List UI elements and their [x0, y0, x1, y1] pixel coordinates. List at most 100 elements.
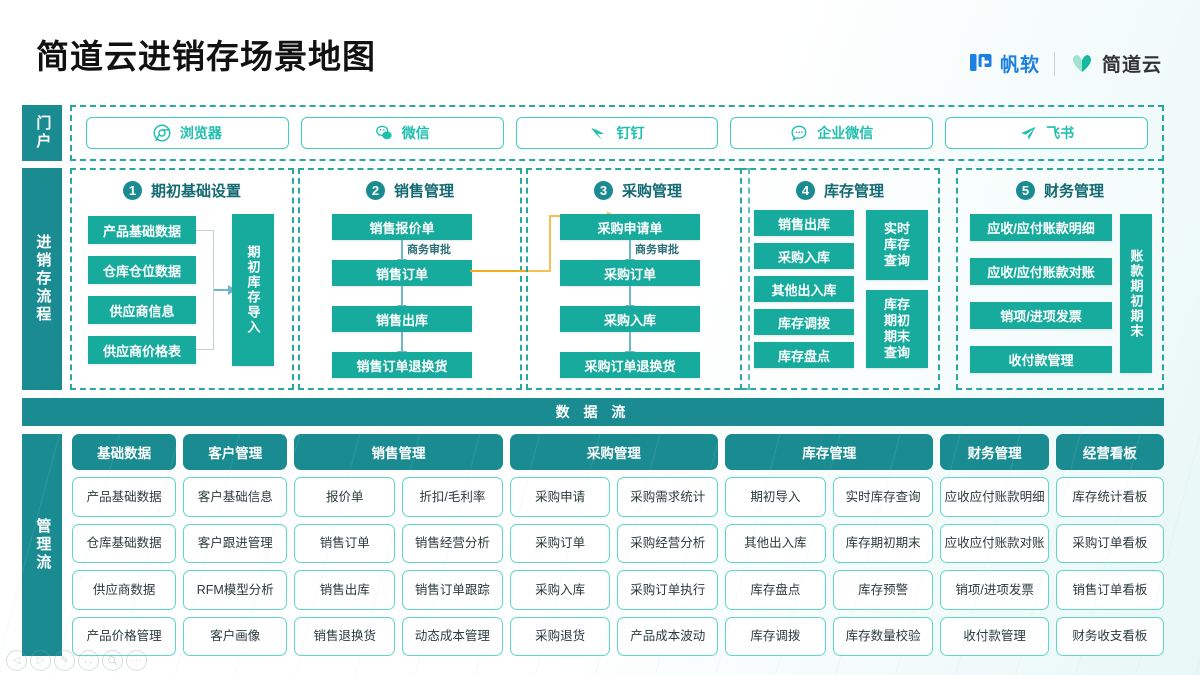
grid-cell[interactable]: 实时库存查询 — [832, 477, 934, 517]
grid-header-sales-management[interactable]: 销售管理 — [294, 434, 503, 470]
flow-box-inv-other-io[interactable]: 其他出入库 — [754, 276, 854, 302]
flow-box-supplier-info[interactable]: 供应商信息 — [88, 296, 196, 324]
grid-header-inventory-management[interactable]: 库存管理 — [725, 434, 934, 470]
grid-cell[interactable]: RFM模型分析 — [183, 570, 288, 610]
grid-cell[interactable]: 期初导入 — [725, 477, 826, 517]
flow-box-opening-inventory-import[interactable]: 期初库存导入 — [232, 214, 274, 366]
next-icon[interactable]: ▷ — [30, 650, 51, 671]
merge-arrow — [214, 285, 236, 295]
flow-box-purchase-order[interactable]: 采购订单 — [560, 260, 700, 286]
flow-box-purchase-inbound[interactable]: 采购入库 — [560, 306, 700, 332]
flow-box-supplier-pricelist[interactable]: 供应商价格表 — [88, 336, 196, 364]
grid-cell[interactable]: 供应商数据 — [72, 570, 177, 610]
grid-cell[interactable]: 库存数量校验 — [832, 616, 934, 656]
flow-box-warehouse-data[interactable]: 仓库仓位数据 — [88, 256, 196, 284]
grid-cell[interactable]: 销售退换货 — [294, 616, 396, 656]
grid-cell[interactable]: 采购退货 — [509, 616, 611, 656]
grid-cell[interactable]: 动态成本管理 — [402, 616, 503, 656]
more-icon[interactable]: ··· — [126, 650, 147, 671]
flow-box-payment-management[interactable]: 收付款管理 — [970, 346, 1112, 373]
brand-jiandaoyun: 简道云 — [1069, 50, 1162, 77]
fanruan-logo-icon — [969, 52, 993, 76]
flow-box-account-period-label: 账款期初期末 — [1128, 248, 1144, 339]
grid-cell[interactable]: 销售订单看板 — [1055, 570, 1164, 610]
grid-cell[interactable]: 产品成本波动 — [617, 616, 719, 656]
grid-cell[interactable]: 库存调拨 — [725, 616, 826, 656]
grid-cell[interactable]: 采购申请 — [509, 477, 611, 517]
manage-row-label: 管理流 — [22, 434, 62, 656]
pen-icon[interactable]: ✎ — [54, 650, 75, 671]
grid-cell[interactable]: 销项/进项发票 — [940, 570, 1049, 610]
grid-cell[interactable]: 其他出入库 — [725, 523, 826, 563]
viewer-toolbar: ◁ ▷ ✎ ⛶ ··· — [6, 650, 147, 671]
grid-cell[interactable]: 客户基础信息 — [183, 477, 288, 517]
grid-cell[interactable]: 销售订单 — [294, 523, 396, 563]
flow-arrow — [625, 332, 635, 359]
header: 简道云进销存场景地图 帆软 — [0, 0, 1200, 100]
brand-lockup: 帆软 简道云 — [969, 50, 1162, 77]
grid-cell[interactable]: 客户跟进管理 — [183, 523, 288, 563]
grid-cell[interactable]: 采购需求统计 — [617, 477, 719, 517]
grid-column-inventory-management: 库存管理 期初导入 其他出入库 库存盘点 库存调拨 实时库存查询 库存期初期末 … — [725, 434, 934, 656]
flow-box-inventory-period-query[interactable]: 库存期初期末查询 — [866, 290, 928, 368]
grid-cell[interactable]: 采购订单看板 — [1055, 523, 1164, 563]
grid-cell[interactable]: 收付款管理 — [940, 616, 1049, 656]
flow-box-sales-outbound[interactable]: 销售出库 — [332, 306, 472, 332]
flow-box-inv-transfer[interactable]: 库存调拨 — [754, 309, 854, 335]
grid-cell[interactable]: 产品基础数据 — [72, 477, 177, 517]
grid-header-basic-data[interactable]: 基础数据 — [72, 434, 177, 470]
grid-cell[interactable]: 销售经营分析 — [402, 523, 503, 563]
search-icon[interactable] — [102, 650, 123, 671]
grid-cell[interactable]: 库存统计看板 — [1055, 477, 1164, 517]
flow-box-invoices[interactable]: 销项/进项发票 — [970, 302, 1112, 329]
grid-cell[interactable]: 应收应付账款对账 — [940, 523, 1049, 563]
grid-cell[interactable]: 采购订单 — [509, 523, 611, 563]
grid-cell[interactable]: 客户画像 — [183, 616, 288, 656]
portal-item-feishu[interactable]: 飞书 — [945, 117, 1148, 149]
grid-cell[interactable]: 采购入库 — [509, 570, 611, 610]
flow-arrow — [397, 240, 407, 267]
grid-cell[interactable]: 销售订单跟踪 — [402, 570, 503, 610]
flow-box-product-base-data[interactable]: 产品基础数据 — [88, 216, 196, 244]
flow-box-inv-sales-outbound[interactable]: 销售出库 — [754, 210, 854, 236]
flow-box-account-period[interactable]: 账款期初期末 — [1120, 214, 1152, 373]
flow-box-realtime-inventory-query[interactable]: 实时库存查询 — [866, 210, 928, 280]
flow-box-sales-quotation[interactable]: 销售报价单 — [332, 214, 472, 240]
grid-cell[interactable]: 应收应付账款明细 — [940, 477, 1049, 517]
grid-cell[interactable]: 库存预警 — [832, 570, 934, 610]
portal-item-wechat[interactable]: 微信 — [300, 117, 504, 149]
approval-label-purchase: 商务审批 — [635, 244, 679, 256]
flow-box-sales-return[interactable]: 销售订单退换货 — [332, 352, 472, 378]
flow-box-purchase-return[interactable]: 采购订单退换货 — [560, 352, 700, 378]
flow-box-inv-stocktaking[interactable]: 库存盘点 — [754, 342, 854, 368]
section-number-badge: 1 — [122, 181, 142, 200]
grid-header-customer-management[interactable]: 客户管理 — [183, 434, 288, 470]
flow-box-inv-purchase-inbound[interactable]: 采购入库 — [754, 243, 854, 269]
grid-cell[interactable]: 销售出库 — [294, 570, 396, 610]
data-flow-bar: 数 据 流 — [22, 398, 1164, 426]
portal-item-wecom[interactable]: 企业微信 — [730, 117, 934, 149]
prev-icon[interactable]: ◁ — [6, 650, 27, 671]
grid-cell[interactable]: 采购订单执行 — [617, 570, 719, 610]
grid-column-business-dashboard: 经营看板 库存统计看板 采购订单看板 销售订单看板 财务收支看板 — [1055, 434, 1164, 656]
grid-cell[interactable]: 仓库基础数据 — [72, 523, 177, 563]
fit-screen-icon[interactable]: ⛶ — [78, 650, 99, 671]
grid-cell[interactable]: 库存盘点 — [725, 570, 826, 610]
grid-cell[interactable]: 报价单 — [294, 477, 396, 517]
flow-box-ar-ap-detail[interactable]: 应收/应付账款明细 — [970, 214, 1112, 241]
flow-box-opening-inventory-import-label: 期初库存导入 — [245, 245, 261, 335]
flow-box-sales-order[interactable]: 销售订单 — [332, 260, 472, 286]
grid-cell[interactable]: 库存期初期末 — [832, 523, 934, 563]
flow-section-2-title-text: 销售管理 — [393, 183, 454, 200]
portal-item-browser[interactable]: 浏览器 — [86, 117, 289, 149]
grid-header-finance-management[interactable]: 财务管理 — [940, 434, 1049, 470]
grid-cell[interactable]: 采购经营分析 — [617, 523, 719, 563]
portal-item-dingtalk[interactable]: 钉钉 — [515, 117, 719, 149]
grid-header-purchase-management[interactable]: 采购管理 — [509, 434, 719, 470]
grid-cell[interactable]: 产品价格管理 — [72, 616, 177, 656]
grid-cell[interactable]: 财务收支看板 — [1055, 616, 1164, 656]
flow-box-purchase-requisition[interactable]: 采购申请单 — [560, 214, 700, 240]
grid-cell[interactable]: 折扣/毛利率 — [402, 477, 503, 517]
flow-box-ar-ap-reconcile[interactable]: 应收/应付账款对账 — [970, 258, 1112, 285]
grid-header-business-dashboard[interactable]: 经营看板 — [1055, 434, 1164, 470]
